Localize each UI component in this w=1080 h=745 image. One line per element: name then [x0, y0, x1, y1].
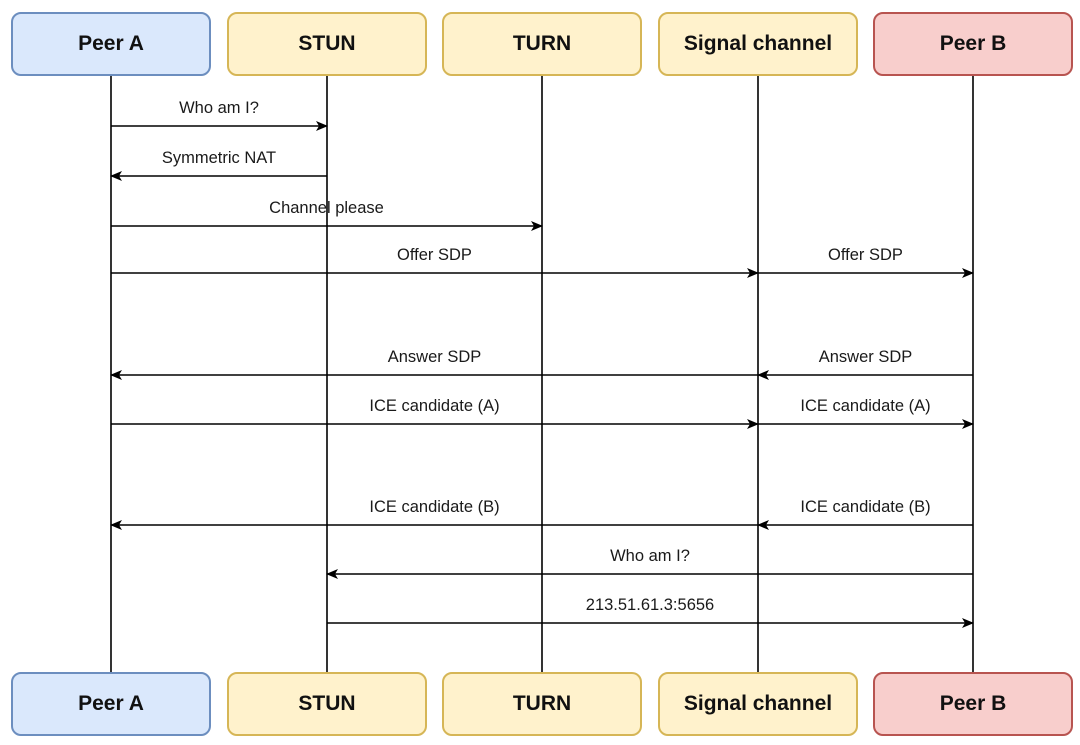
message-arrows [110, 121, 974, 628]
participant-peer-a-bottom: Peer A [11, 672, 211, 736]
participant-stun-top: STUN [227, 12, 427, 76]
message-label-10: ICE candidate (B) [369, 498, 500, 516]
message-label-4: Offer SDP [397, 246, 472, 264]
participant-stun-bottom: STUN [227, 672, 427, 736]
message-label-2: Symmetric NAT [161, 149, 277, 167]
message-label-11: ICE candidate (B) [800, 498, 931, 516]
participant-turn-bottom: TURN [442, 672, 642, 736]
participant-signal-channel-top: Signal channel [658, 12, 858, 76]
message-label-8: ICE candidate (A) [369, 397, 500, 415]
message-label-7: Answer SDP [818, 348, 913, 366]
participant-signal-channel-bottom: Signal channel [658, 672, 858, 736]
participant-turn-top: TURN [442, 12, 642, 76]
message-label-1: Who am I? [179, 99, 259, 117]
message-label-12: Who am I? [610, 547, 690, 565]
message-label-3: Channel please [269, 199, 384, 217]
message-label-5: Offer SDP [828, 246, 903, 264]
participant-peer-a-top: Peer A [11, 12, 211, 76]
message-label-13: 213.51.61.3:5656 [585, 596, 715, 614]
message-label-6: Answer SDP [387, 348, 482, 366]
participant-peer-b-bottom: Peer B [873, 672, 1073, 736]
message-label-9: ICE candidate (A) [800, 397, 931, 415]
participant-peer-b-top: Peer B [873, 12, 1073, 76]
